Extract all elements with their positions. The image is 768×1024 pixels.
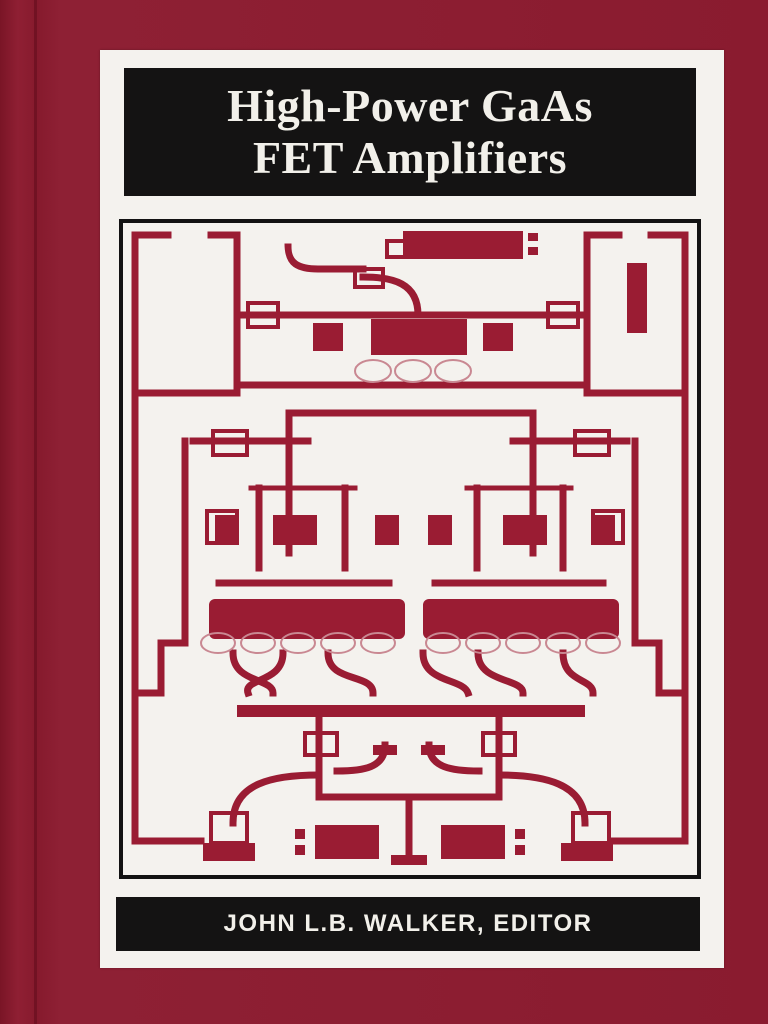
title-line-1: High-Power GaAs: [227, 80, 593, 131]
author-editor: JOHN L.B. WALKER, EDITOR: [223, 910, 593, 937]
spine-edge: [34, 0, 37, 1024]
circuit-illustration: [119, 219, 701, 879]
title-box: High-Power GaAs FET Amplifiers: [124, 68, 696, 196]
mmic-amplifier-layout-icon: [131, 231, 689, 865]
author-box: JOHN L.B. WALKER, EDITOR: [116, 897, 700, 951]
title-line-2: FET Amplifiers: [252, 132, 568, 183]
